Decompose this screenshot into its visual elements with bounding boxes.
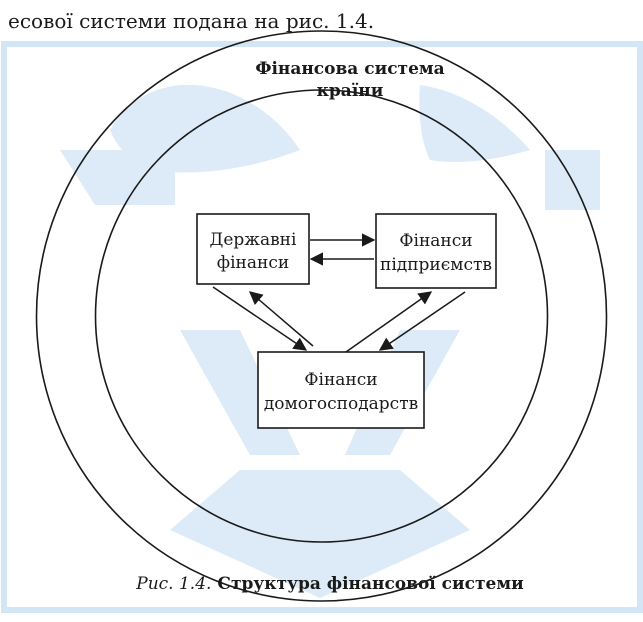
box-enterprise-line2: підприємств [380,255,492,275]
box-state-line2: фінанси [217,253,289,273]
box-household-line1: Фінанси [304,370,377,390]
inner-circle [94,89,549,543]
arrow-household-to-enterprise [345,291,433,353]
outer-label-line2: країни [317,81,384,101]
box-enterprise-line1: Фінанси [399,231,472,251]
arrow-state-to-household [212,286,308,351]
box-household-finance: Фінанси домогосподарств [257,351,425,429]
outer-circle [35,30,608,602]
box-state-line1: Державні [210,230,297,250]
caption-prefix: Рис. 1.4. [135,574,211,594]
outer-label-line1: Фінансова система [255,59,444,79]
header-text: есової системи подана на рис. 1.4. [8,9,374,33]
figure-caption: Рис. 1.4. Структура фінансової системи [135,574,524,594]
arrow-enterprise-to-household [378,291,466,351]
box-household-line2: домогосподарств [264,394,418,414]
arrow-household-to-state [248,291,314,347]
figure-frame [1,41,643,613]
box-enterprise-finance: Фінанси підприємств [375,213,497,289]
caption-title: Структура фінансової системи [217,574,524,594]
box-state-finance: Державні фінанси [196,213,310,285]
